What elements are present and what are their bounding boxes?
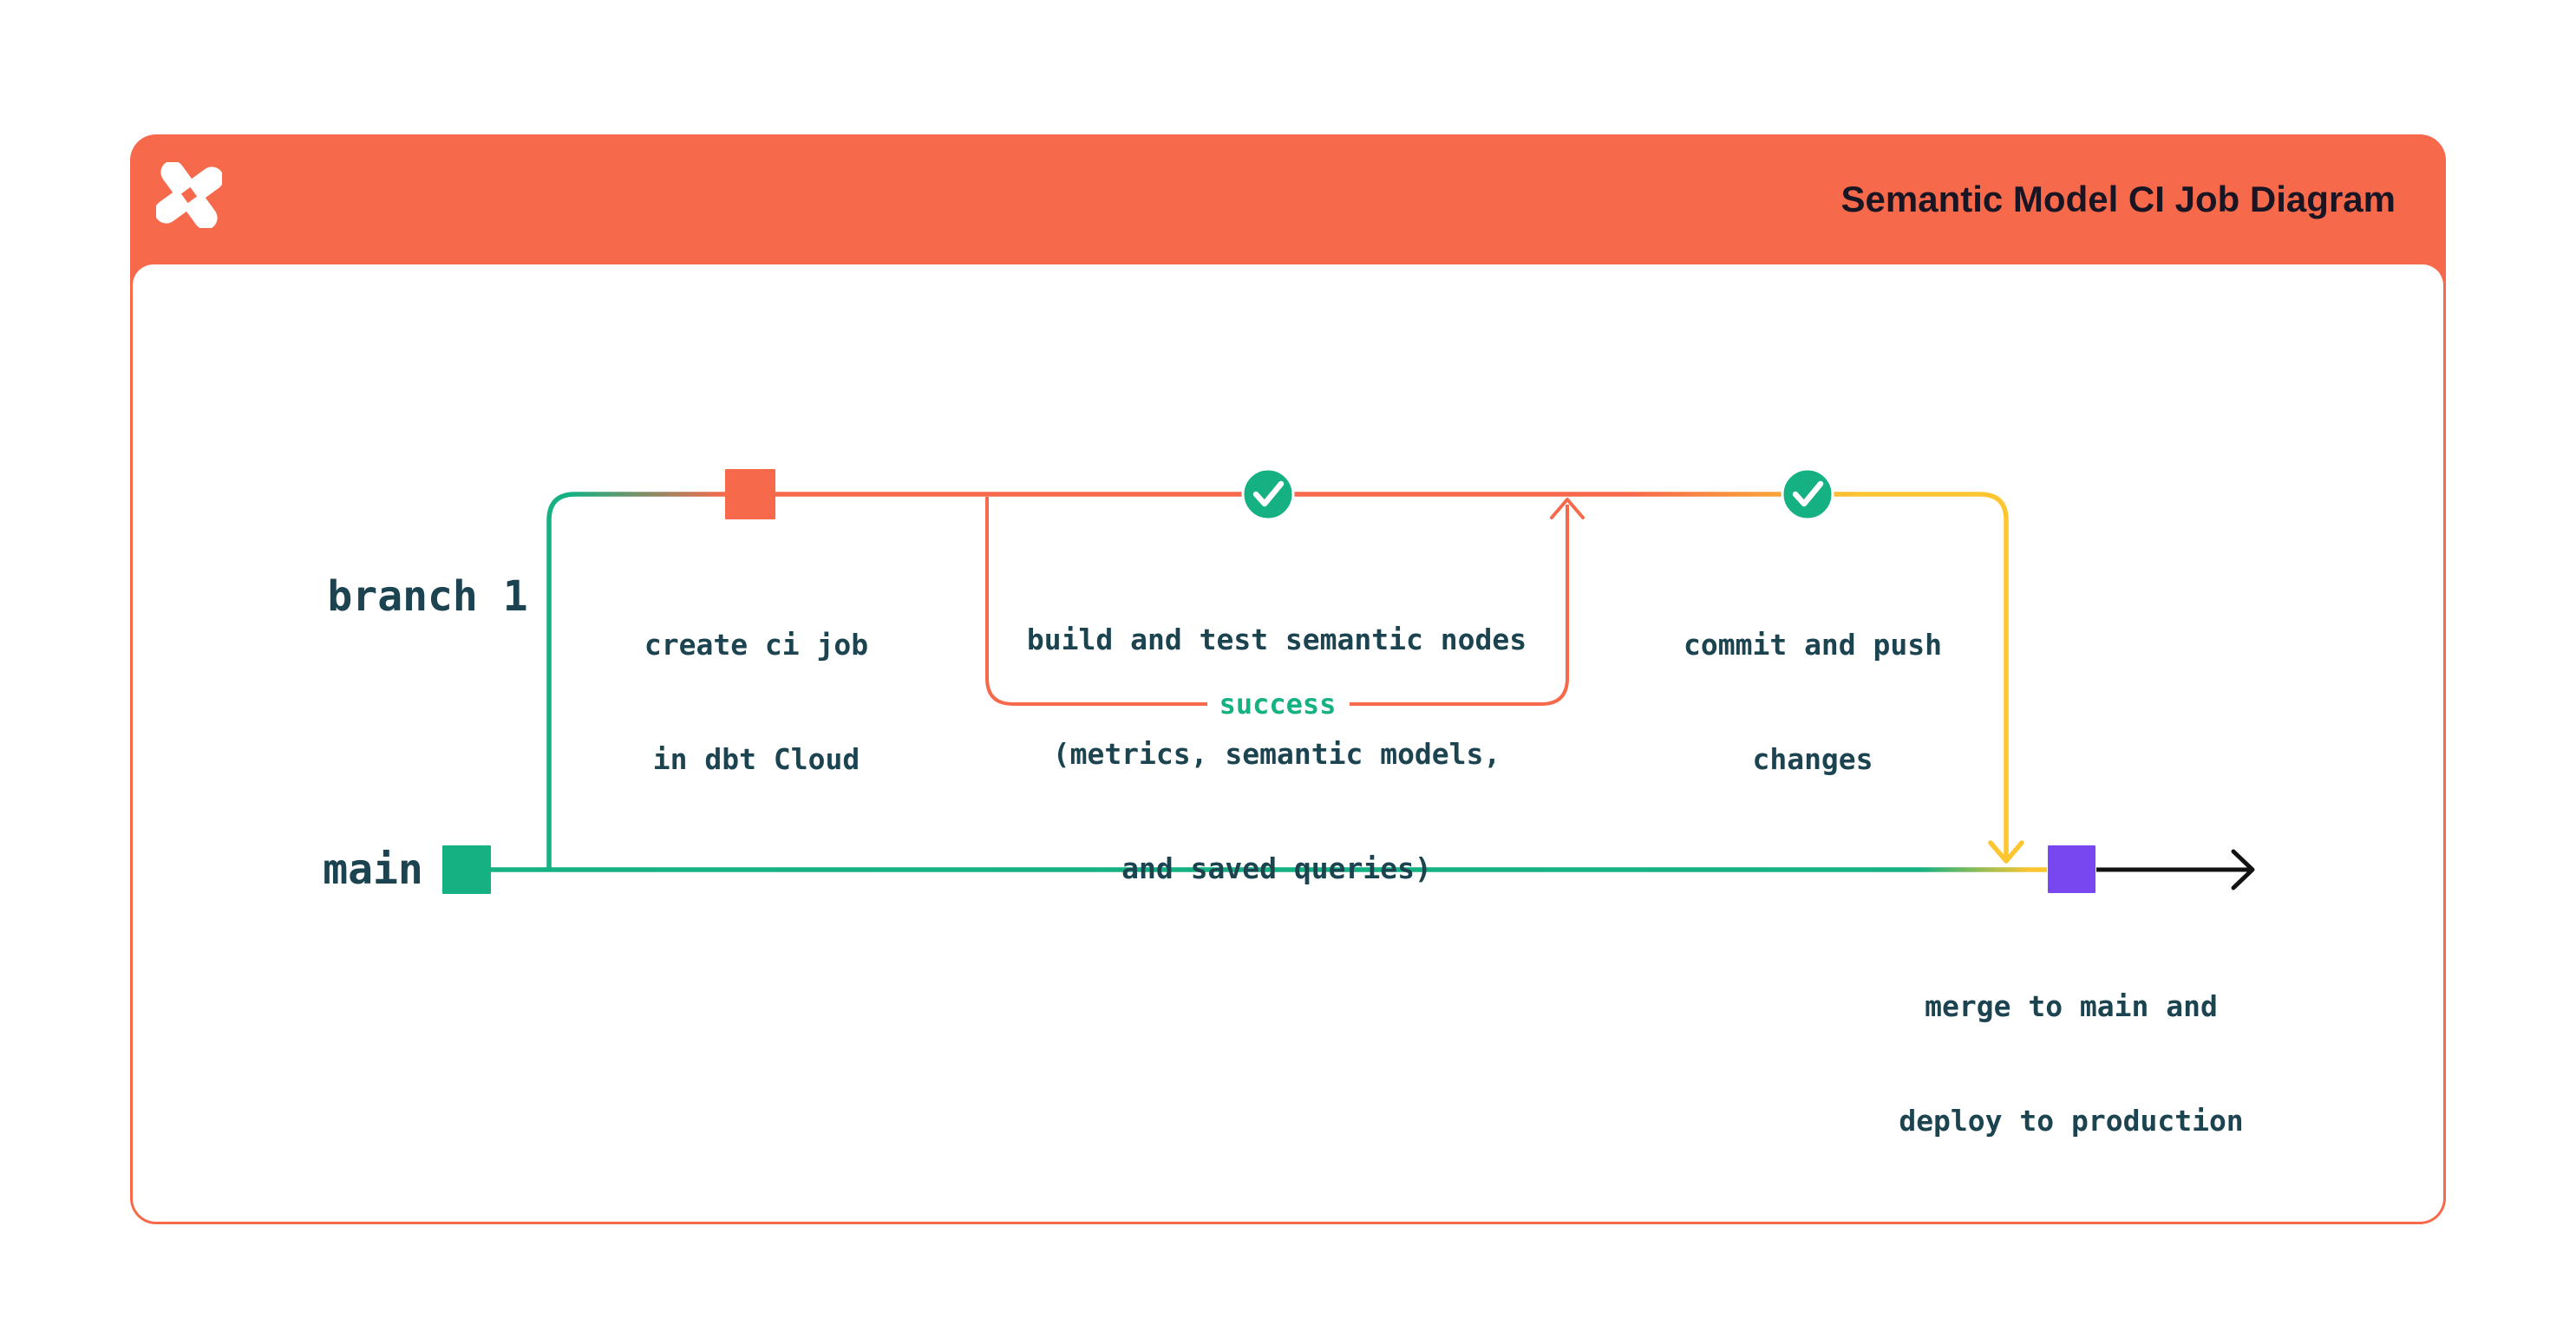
commit-push-label-line2: changes [1752, 742, 1873, 776]
deploy-arrow-icon [2231, 849, 2255, 890]
create-ci-label-line1: create ci job [644, 628, 869, 662]
build-test-check-node [1241, 467, 1295, 521]
merge-deploy-label: merge to main and deploy to production [1899, 911, 2243, 1216]
card-header: Semantic Model CI Job Diagram [130, 134, 2446, 264]
check-icon [1792, 480, 1824, 507]
create-ci-label-line2: in dbt Cloud [652, 742, 860, 776]
branch-1-label: branch 1 [327, 572, 528, 621]
create-ci-label: create ci job in dbt Cloud [644, 550, 868, 855]
merge-deploy-label-line2: deploy to production [1899, 1104, 2244, 1138]
main-start-commit-node [442, 845, 491, 894]
main-label: main [323, 845, 423, 894]
build-test-label-line2: (metrics, semantic models, [1052, 737, 1501, 771]
page-title: Semantic Model CI Job Diagram [1840, 179, 2396, 219]
commit-push-label-line1: commit and push [1683, 628, 1943, 662]
merge-deploy-label-line1: merge to main and [1925, 989, 2218, 1023]
success-label: success [1219, 688, 1337, 721]
commit-push-check-node [1781, 467, 1834, 521]
merge-arrow-icon [1988, 840, 2024, 864]
card-body [133, 264, 2443, 1222]
build-test-label-line1: build and test semantic nodes [1026, 623, 1527, 656]
success-loop-line [985, 497, 1569, 706]
merge-commit-node [2048, 845, 2095, 893]
commit-push-label: commit and push changes [1684, 550, 1942, 855]
build-test-label: build and test semantic nodes (metrics, … [1027, 545, 1527, 964]
build-test-label-line3: and saved queries) [1121, 851, 1432, 885]
success-loop-arrow-icon [1550, 498, 1585, 519]
diagram-card: Semantic Model CI Job Diagram [130, 134, 2446, 1224]
check-icon [1252, 480, 1285, 507]
create-ci-commit-node [725, 469, 775, 519]
dbt-logo-icon [156, 162, 222, 228]
